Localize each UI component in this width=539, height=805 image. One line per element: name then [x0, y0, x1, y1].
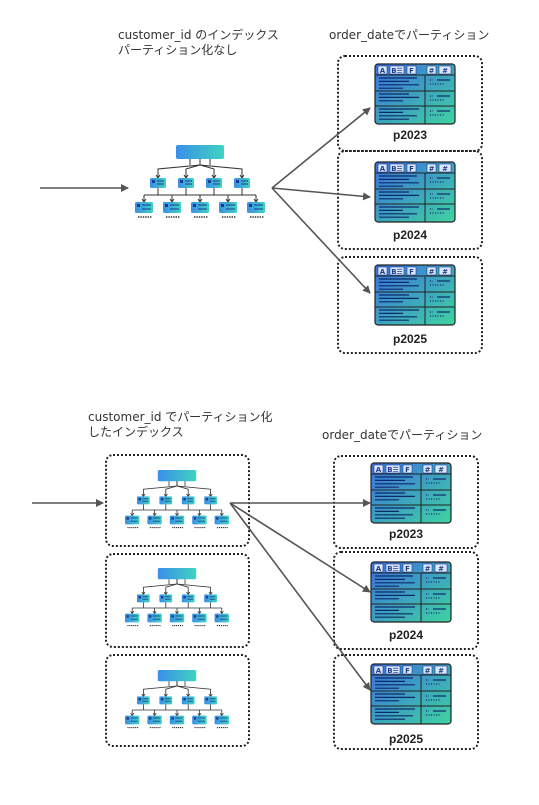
s2-arrow-to-p2024 — [229, 502, 371, 593]
s1-index-label: customer_id のインデックス パーティション化なし — [118, 28, 279, 57]
table-header-cell: F — [409, 268, 414, 276]
s1-arrow-to-p2023 — [271, 107, 371, 189]
s2-index-tree-icon-3 — [125, 670, 229, 729]
table-header-cell: F — [405, 667, 410, 675]
table-header-cell: F — [409, 165, 414, 173]
table-header-cell: # — [442, 268, 448, 276]
s2-arrow-to-p2025 — [229, 502, 371, 691]
table-header-cell: # — [425, 565, 431, 573]
table-header-cell: # — [429, 268, 435, 276]
table-header-cell: # — [438, 565, 444, 573]
s1-index-tree-icon — [135, 145, 265, 218]
table-header-cell: B☰ — [391, 67, 403, 75]
s1-arrow-to-p2024 — [271, 187, 371, 201]
table-header-cell: A — [376, 466, 382, 474]
s1-table-label: order_dateでパーティション — [329, 28, 490, 42]
table-header-cell: # — [429, 165, 435, 173]
s1-arrow-to-p2025 — [271, 187, 371, 294]
table-header-cell: A — [380, 165, 386, 173]
s2-index-label: customer_id でパーティション化 したインデックス — [88, 410, 273, 439]
s1-partition-label-p2025: p2025 — [393, 332, 428, 346]
s2-partition-box-p2025 — [333, 654, 479, 750]
s2-table-label: order_dateでパーティション — [322, 428, 483, 442]
s1-partition-box-p2024 — [337, 150, 483, 250]
s2-partition-label-p2024: p2024 — [389, 628, 424, 642]
s2-partition-label-p2023: p2023 — [389, 527, 424, 541]
table-header-cell: F — [405, 565, 410, 573]
s1-partition-label-p2023: p2023 — [393, 128, 428, 142]
index-trees-group — [125, 145, 265, 729]
s2-table-icon-p2024: A B☰ F # # — [370, 561, 452, 623]
s2-partition-label-p2025: p2025 — [389, 732, 424, 746]
s1-partition-label-p2024: p2024 — [393, 228, 428, 242]
arrows-group — [32, 107, 371, 691]
table-header-cell: # — [425, 466, 431, 474]
s2-index-tree-icon-1 — [125, 470, 229, 529]
s1-table-icon-p2024: A B☰ F # # — [374, 161, 456, 223]
s2-table-icon-p2023: A B☰ F # # — [370, 462, 452, 524]
s1-table-icon-p2025: A B☰ F # # — [374, 264, 456, 326]
table-header-cell: # — [438, 466, 444, 474]
s1-table-icon-p2023: A B☰ F # # — [374, 63, 456, 125]
table-header-cell: B☰ — [387, 667, 399, 675]
table-header-cell: # — [442, 165, 448, 173]
table-icons-group: A B☰ F # # A B☰ F # # A B☰ F # # A B☰ F # # A B☰ F # # A B☰ F # # — [370, 63, 456, 725]
table-header-cell: F — [409, 67, 414, 75]
table-header-cell: B☰ — [391, 268, 403, 276]
s2-index-box-1 — [105, 454, 250, 547]
table-header-cell: B☰ — [387, 565, 399, 573]
table-header-cell: # — [429, 67, 435, 75]
table-header-cell: A — [376, 667, 382, 675]
table-header-cell: A — [376, 565, 382, 573]
s2-table-icon-p2025: A B☰ F # # — [370, 663, 452, 725]
table-header-cell: F — [405, 466, 410, 474]
table-header-cell: # — [442, 67, 448, 75]
s2-partition-box-p2024 — [333, 551, 479, 650]
table-header-cell: A — [380, 67, 386, 75]
table-header-cell: A — [380, 268, 386, 276]
s1-partition-box-p2025 — [337, 256, 483, 354]
s2-index-box-2 — [105, 553, 250, 648]
table-header-cell: B☰ — [391, 165, 403, 173]
s2-index-tree-icon-2 — [125, 568, 229, 627]
s2-partition-box-p2023 — [333, 455, 479, 549]
s2-index-box-3 — [105, 654, 250, 747]
table-header-cell: # — [438, 667, 444, 675]
table-header-cell: B☰ — [387, 466, 399, 474]
table-header-cell: # — [425, 667, 431, 675]
